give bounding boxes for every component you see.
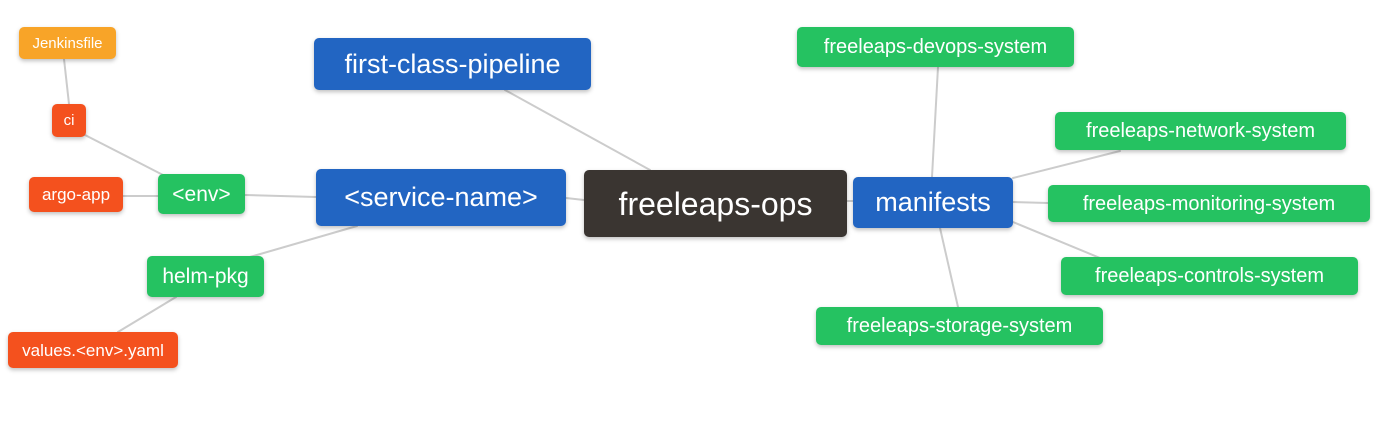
node-ci[interactable]: ci [52,104,86,137]
node-label: <env> [172,182,231,206]
node-label: ci [63,112,75,129]
node-label: freeleaps-ops [618,185,813,222]
node-service-name[interactable]: <service-name> [316,169,566,226]
edge-env-to-service-name [244,194,317,198]
edge-service-name-to-helm-pkg [249,225,358,258]
node-label: freeleaps-monitoring-system [1082,192,1336,215]
node-label: freeleaps-storage-system [846,315,1073,337]
node-label: freeleaps-devops-system [823,36,1048,58]
node-manifests[interactable]: manifests [853,177,1013,228]
edge-service-name-to-freeleaps-ops [565,197,585,201]
node-label: <service-name> [344,182,538,212]
node-label: Jenkinsfile [32,34,103,52]
edge-manifests-to-freeleaps-devops-system [931,66,939,178]
edge-helm-pkg-to-values-env-yaml [117,296,177,333]
edge-manifests-to-freeleaps-monitoring-system [1012,201,1049,204]
node-env[interactable]: <env> [158,174,245,214]
edge-ci-to-env [84,134,164,176]
node-freeleaps-ops[interactable]: freeleaps-ops [584,170,847,237]
node-freeleaps-devops-system[interactable]: freeleaps-devops-system [797,27,1074,67]
edge-manifests-to-freeleaps-controls-system [1012,221,1101,259]
edge-manifests-to-freeleaps-network-system [1012,150,1121,179]
node-label: manifests [875,187,991,217]
node-helm-pkg[interactable]: helm-pkg [147,256,264,297]
edge-jenkinsfile-to-ci [63,58,70,105]
node-label: freeleaps-controls-system [1095,265,1324,287]
node-label: helm-pkg [162,265,249,288]
edge-first-class-pipeline-to-freeleaps-ops [504,89,651,171]
node-freeleaps-controls-system[interactable]: freeleaps-controls-system [1061,257,1358,295]
node-argo-app[interactable]: argo-app [29,177,123,212]
node-label: argo-app [41,185,111,204]
node-freeleaps-storage-system[interactable]: freeleaps-storage-system [816,307,1103,345]
node-label: freeleaps-network-system [1086,120,1315,142]
node-label: first-class-pipeline [344,48,561,79]
edge-manifests-to-freeleaps-storage-system [939,227,959,308]
node-jenkinsfile[interactable]: Jenkinsfile [19,27,116,59]
node-label: values.<env>.yaml [22,340,164,360]
node-values-env-yaml[interactable]: values.<env>.yaml [8,332,178,368]
node-first-class-pipeline[interactable]: first-class-pipeline [314,38,591,90]
node-freeleaps-monitoring-system[interactable]: freeleaps-monitoring-system [1048,185,1370,222]
node-freeleaps-network-system[interactable]: freeleaps-network-system [1055,112,1346,150]
